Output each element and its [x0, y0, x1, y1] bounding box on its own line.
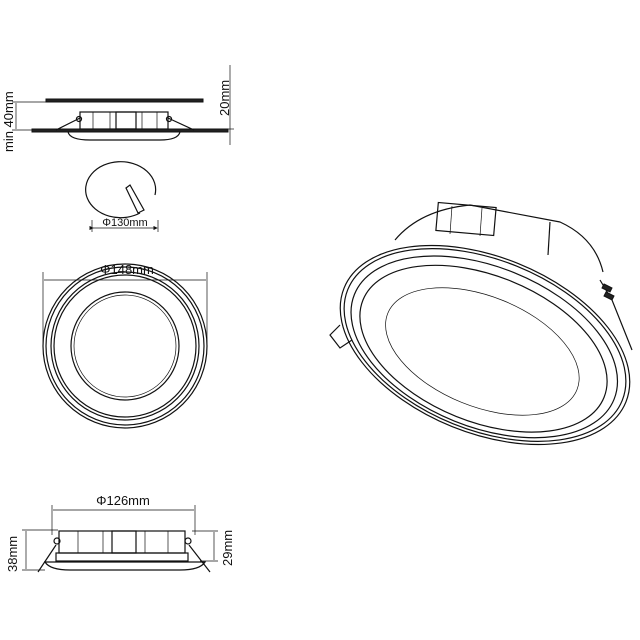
front-view: Φ148mm [42, 262, 208, 429]
spring-left [37, 544, 57, 573]
min-depth-label: min 40mm [1, 91, 16, 152]
bezel [67, 131, 181, 141]
terminal-block [435, 201, 497, 237]
total-height-label: 38mm [5, 536, 20, 572]
spring-right [167, 117, 195, 131]
product-side-view: Φ126mm 38mm 29mm [5, 493, 235, 573]
spring-left [55, 117, 81, 131]
saw-icon [125, 184, 145, 214]
thickness-label: 20mm [217, 80, 232, 116]
cutout-circle [85, 161, 157, 219]
light-panel [385, 287, 580, 416]
body-diameter-label: Φ126mm [96, 493, 150, 508]
ceiling-top-line [45, 98, 204, 103]
installation-side-view: min 40mm 20mm [1, 65, 234, 152]
cutout-view: Φ130mm [85, 161, 159, 232]
cutout-label: Φ130mm [102, 217, 147, 229]
bezel [43, 561, 207, 571]
body-height-label: 29mm [220, 530, 235, 566]
perspective-view [329, 201, 633, 446]
spring-clip-left [329, 324, 353, 349]
outer-diameter-label: Φ148mm [100, 262, 154, 277]
housing-back [394, 204, 604, 273]
spring-right [188, 544, 211, 573]
